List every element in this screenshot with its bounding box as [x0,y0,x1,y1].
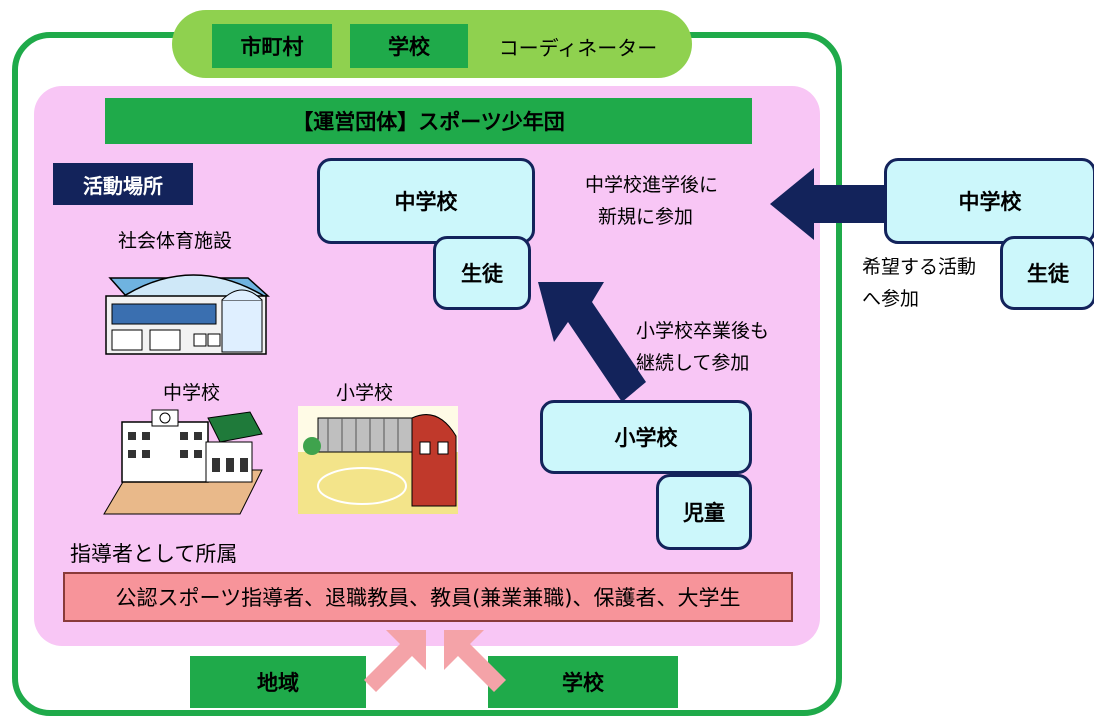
elementary-illustration [298,406,458,514]
bottom-school-box: 学校 [488,656,678,708]
activity-place-label: 活動場所 [53,163,193,205]
outside-jhs-box: 中学校 [884,158,1094,244]
outside-student-box: 生徒 [1000,236,1094,310]
top-coordinator-label: コーディネーター [498,35,658,60]
instructor-label: 指導者として所属 [70,542,238,566]
jhs-building-label: 中学校 [163,382,221,404]
arrow-up-left-small-icon [444,630,506,692]
org-title: 【運営団体】スポーツ少年団 [105,98,752,144]
es-building-label: 小学校 [336,382,394,404]
staff-list-bar: 公認スポーツ指導者、退職教員、教員(兼業兼職)、保護者、大学生 [63,572,793,622]
arrow-left-icon [770,168,884,240]
desired-activity-line1: 希望する活動 [862,256,977,278]
es-box: 小学校 [540,400,752,474]
child-box: 児童 [656,474,752,550]
continue-line2: 継続して参加 [636,352,750,374]
community-box: 地域 [190,656,366,708]
jhs-box: 中学校 [317,158,535,244]
join-after-entry-line2: 新規に参加 [598,206,694,228]
continue-line1: 小学校卒業後も [636,320,770,342]
desired-activity-line2: へ参加 [862,288,920,310]
student-box: 生徒 [433,236,531,310]
junior-high-illustration [103,409,263,515]
arrow-up-right-icon [364,630,426,692]
top-city-box: 市町村 [212,24,332,68]
top-school-box: 学校 [350,24,468,68]
arrow-up-left-icon [538,282,646,402]
gym-illustration [105,274,270,355]
facility-label: 社会体育施設 [118,230,233,252]
join-after-entry-line1: 中学校進学後に [585,174,719,196]
